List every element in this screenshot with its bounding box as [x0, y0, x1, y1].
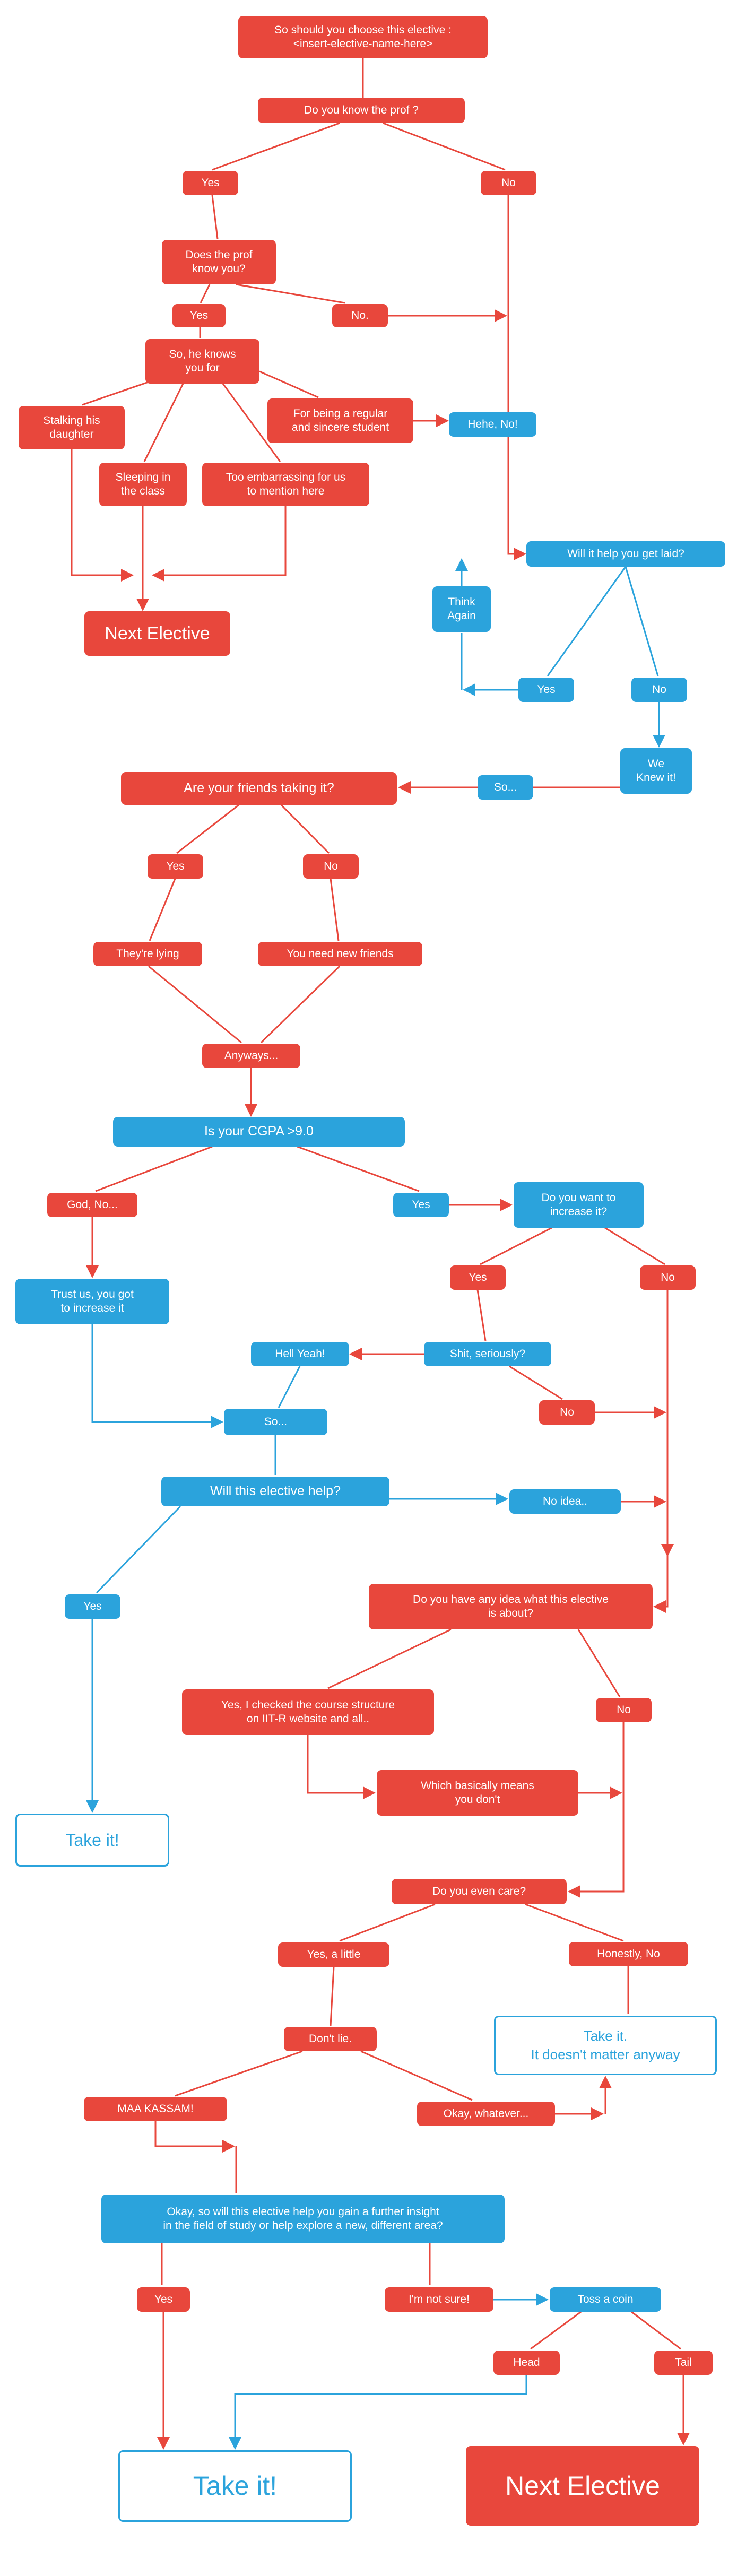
node-toss-coin: Toss a coin — [550, 2287, 661, 2312]
node-not-sure: I'm not sure! — [385, 2287, 493, 2312]
node-tail: Tail — [654, 2351, 713, 2375]
node-dont-lie: Don't lie. — [284, 2027, 377, 2051]
node-god-no: God, No... — [47, 1193, 137, 1217]
node-yes-laid: Yes — [518, 678, 574, 702]
node-no-idea-about: No — [596, 1698, 652, 1722]
node-cgpa: Is your CGPA >9.0 — [113, 1117, 405, 1147]
node-yes3: Yes — [148, 854, 203, 879]
node-elective-help: Will this elective help? — [161, 1477, 389, 1506]
node-we-knew-it: We Knew it! — [620, 748, 692, 794]
node-need-new-friends: You need new friends — [258, 942, 422, 966]
node-any-idea: Do you have any idea what this elective … — [369, 1584, 653, 1629]
node-next-elective-2: Next Elective — [466, 2446, 699, 2526]
node-title: So should you choose this elective : <in… — [238, 16, 488, 58]
node-so-2: So... — [224, 1409, 327, 1435]
node-yes-help: Yes — [65, 1594, 120, 1619]
node-embarrassing: Too embarrassing for us to mention here — [202, 463, 369, 506]
node-head: Head — [493, 2351, 560, 2375]
node-so-1: So... — [478, 775, 533, 800]
node-stalking: Stalking his daughter — [19, 406, 125, 449]
node-yes1: Yes — [183, 171, 238, 195]
node-hehe-no: Hehe, No! — [449, 412, 536, 437]
node-anyways: Anyways... — [202, 1044, 300, 1068]
node-no1: No — [481, 171, 536, 195]
node-yes2: Yes — [172, 304, 226, 327]
node-take-it-2: Take it. It doesn't matter anyway — [494, 2016, 717, 2075]
node-no2: No. — [332, 304, 388, 327]
node-even-care: Do you even care? — [392, 1879, 567, 1904]
node-okay-whatever: Okay, whatever... — [417, 2102, 555, 2126]
node-yes-increase: Yes — [450, 1265, 506, 1290]
node-no3: No — [303, 854, 359, 879]
node-no-idea: No idea.. — [509, 1489, 621, 1514]
node-next-elective-1: Next Elective — [84, 611, 230, 656]
node-no-laid: No — [631, 678, 687, 702]
node-regular-student: For being a regular and sincere student — [267, 398, 413, 443]
node-sleeping: Sleeping in the class — [99, 463, 187, 506]
node-get-laid: Will it help you get laid? — [526, 541, 725, 567]
node-friends-taking: Are your friends taking it? — [121, 772, 397, 805]
node-checked-structure: Yes, I checked the course structure on I… — [182, 1689, 434, 1735]
node-honestly-no: Honestly, No — [569, 1942, 688, 1966]
node-yes-cgpa: Yes — [393, 1193, 449, 1217]
node-take-it-1: Take it! — [15, 1814, 169, 1867]
node-take-it-3: Take it! — [118, 2450, 352, 2522]
node-basically-dont: Which basically means you don't — [377, 1770, 578, 1816]
node-no-increase: No — [640, 1265, 696, 1290]
node-yes-final: Yes — [137, 2287, 190, 2312]
node-shit-seriously: Shit, seriously? — [424, 1342, 551, 1366]
node-know-prof: Do you know the prof ? — [258, 98, 465, 123]
node-theyre-lying: They're lying — [93, 942, 202, 966]
node-maa-kassam: MAA KASSAM! — [84, 2097, 227, 2121]
node-no-seriously: No — [539, 1400, 595, 1425]
node-trust-us: Trust us, you got to increase it — [15, 1279, 169, 1324]
node-prof-know-you: Does the prof know you? — [162, 240, 276, 284]
node-yes-little: Yes, a little — [278, 1942, 389, 1967]
node-hell-yeah: Hell Yeah! — [251, 1342, 349, 1366]
node-think-again: Think Again — [432, 586, 491, 632]
node-insight-question: Okay, so will this elective help you gai… — [101, 2195, 505, 2243]
node-want-increase: Do you want to increase it? — [514, 1182, 644, 1228]
node-knows-you-for: So, he knows you for — [145, 339, 259, 384]
